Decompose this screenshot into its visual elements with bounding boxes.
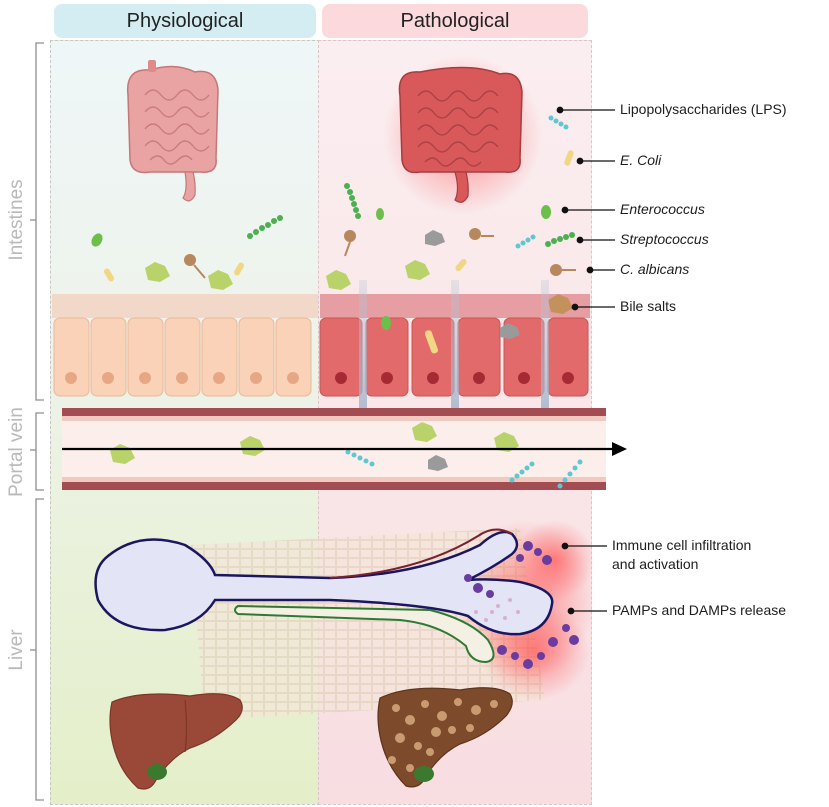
callout-streptococcus: Streptococcus bbox=[620, 231, 709, 247]
callout-immune-line-2: and activation bbox=[612, 556, 699, 572]
intestine-healthy bbox=[126, 60, 219, 202]
section-brackets bbox=[30, 42, 44, 801]
section-label-liver: Liver bbox=[6, 629, 27, 671]
header-pathological: Pathological bbox=[322, 4, 588, 38]
section-label-portal-vein: Portal vein bbox=[6, 407, 27, 497]
callout-calbicans: C. albicans bbox=[620, 261, 690, 277]
epithelium-pathological bbox=[319, 280, 590, 440]
liver-healthy bbox=[109, 693, 243, 790]
liver-diseased bbox=[377, 687, 513, 788]
section-label-intestines: Intestines bbox=[6, 179, 27, 261]
callout-lps: Lipopolysaccharides (LPS) bbox=[620, 101, 787, 117]
intestine-inflamed bbox=[383, 55, 543, 215]
header-physiological: Physiological bbox=[54, 4, 316, 38]
callout-lines bbox=[556, 106, 615, 615]
header-physiological-label: Physiological bbox=[126, 9, 244, 32]
epithelium-healthy bbox=[52, 294, 318, 397]
callout-pamps: PAMPs and DAMPs release bbox=[612, 602, 787, 618]
microbes-pathological bbox=[326, 115, 576, 314]
bile-duct-system bbox=[94, 520, 595, 720]
portal-vein bbox=[62, 408, 627, 490]
callout-ecoli: E. Coli bbox=[620, 152, 662, 168]
callout-enterococcus: Enterococcus bbox=[620, 201, 705, 217]
header-pathological-label: Pathological bbox=[400, 9, 510, 32]
callout-immune-line-1: Immune cell infiltration bbox=[612, 537, 752, 553]
callout-bile-salts: Bile salts bbox=[620, 298, 677, 314]
microbes-healthy bbox=[91, 215, 283, 290]
